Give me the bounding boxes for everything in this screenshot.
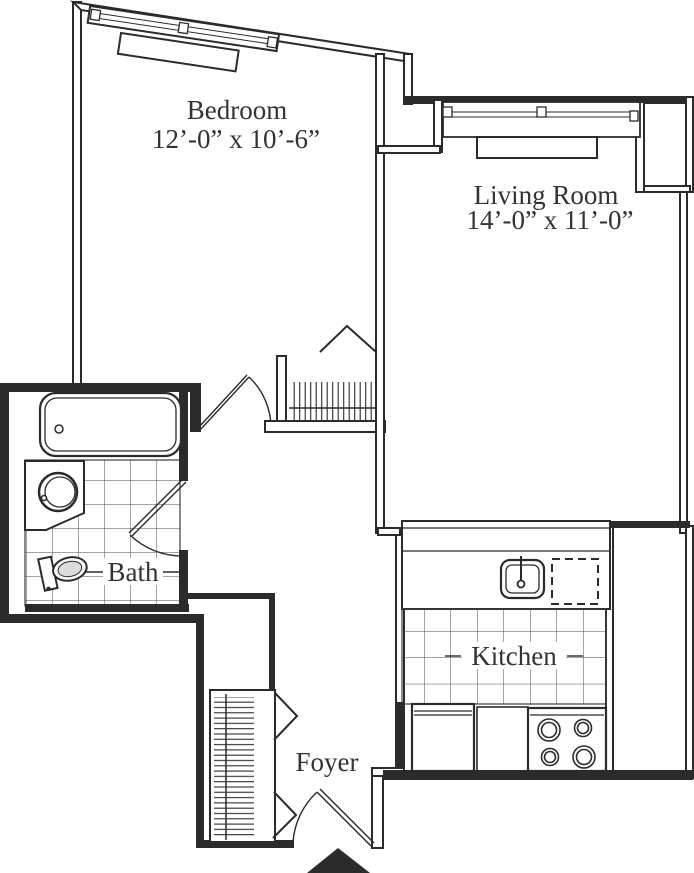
nw-notch-wall — [433, 99, 443, 153]
kitchen-label-bg — [462, 642, 566, 669]
entry-door — [292, 788, 375, 847]
bath-north-wall — [0, 383, 201, 392]
foyer-west-wall — [196, 614, 204, 848]
hall-wall — [186, 593, 275, 599]
kitchen-label: Kitchen — [471, 641, 557, 671]
kitchen-living-wall — [610, 521, 690, 528]
foyer-label: Foyer — [296, 747, 359, 777]
east-wall-upper — [685, 96, 694, 193]
bath-east-wall-lower — [179, 550, 188, 612]
kitchen-sink — [499, 556, 546, 600]
bedroom-window — [86, 4, 281, 53]
living-room-dimensions: 14’-0” x 11’-0” — [467, 205, 634, 235]
refrigerator — [410, 702, 476, 773]
bath-door — [128, 478, 187, 557]
closet-bifold-door — [272, 791, 298, 839]
bedroom: Bedroom 12’-0” x 10’-6” — [70, 0, 413, 433]
bedroom-label: Bedroom — [187, 95, 288, 125]
bath-label-bg — [103, 558, 163, 585]
hall-wall-return — [269, 593, 275, 692]
east-wall-lower — [685, 525, 694, 779]
living-room-window — [442, 101, 641, 138]
closet-hanging-rod-hatch — [214, 697, 254, 837]
living-room-west-wall — [375, 53, 385, 534]
kitchen: Kitchen — [377, 520, 614, 774]
living-room-window-sill — [476, 136, 598, 159]
tub-drain — [54, 424, 64, 434]
entry-jamb-wall — [371, 767, 384, 849]
bedroom-door — [190, 374, 272, 432]
stove — [526, 706, 608, 773]
closet-hanging-rod-hatch — [290, 382, 375, 422]
bedroom-west-wall — [72, 1, 82, 386]
kitchen-base-counter — [476, 706, 529, 772]
kitchen-counter — [401, 520, 611, 610]
foyer: Foyer — [186, 593, 693, 873]
bath-label: Bath — [108, 557, 159, 587]
bath-east-wall-upper — [179, 391, 188, 481]
foyer-south-wall — [196, 840, 294, 848]
closet-door-swing — [319, 324, 377, 353]
foyer-closet — [209, 689, 299, 843]
bath-west-wall — [0, 383, 9, 623]
bathtub — [38, 391, 183, 458]
bedroom-dimensions: 12’-0” x 10’-6” — [152, 124, 320, 154]
entry-marker — [307, 848, 370, 873]
bedroom-closet — [264, 324, 386, 433]
bath-south-wall — [25, 604, 189, 612]
dishwasher — [551, 558, 599, 605]
closet-bifold-door — [273, 692, 299, 741]
east-wall-mid — [679, 191, 688, 534]
fridge-nook-wall — [396, 702, 404, 772]
vanity-sink — [24, 460, 85, 531]
living-room: Living Room 14’-0” x 11’-0” — [375, 53, 694, 779]
bath-outer-south-wall — [0, 614, 204, 623]
living-room-label: Living Room — [474, 180, 619, 210]
toilet — [37, 555, 88, 592]
south-wall — [383, 770, 693, 780]
kitchen-west-jog — [377, 527, 401, 536]
nw-notch-jog — [377, 145, 441, 154]
bathroom: Bath — [0, 383, 204, 623]
bedroom-window-sill — [116, 31, 240, 73]
living-room-north-wall — [404, 96, 693, 104]
